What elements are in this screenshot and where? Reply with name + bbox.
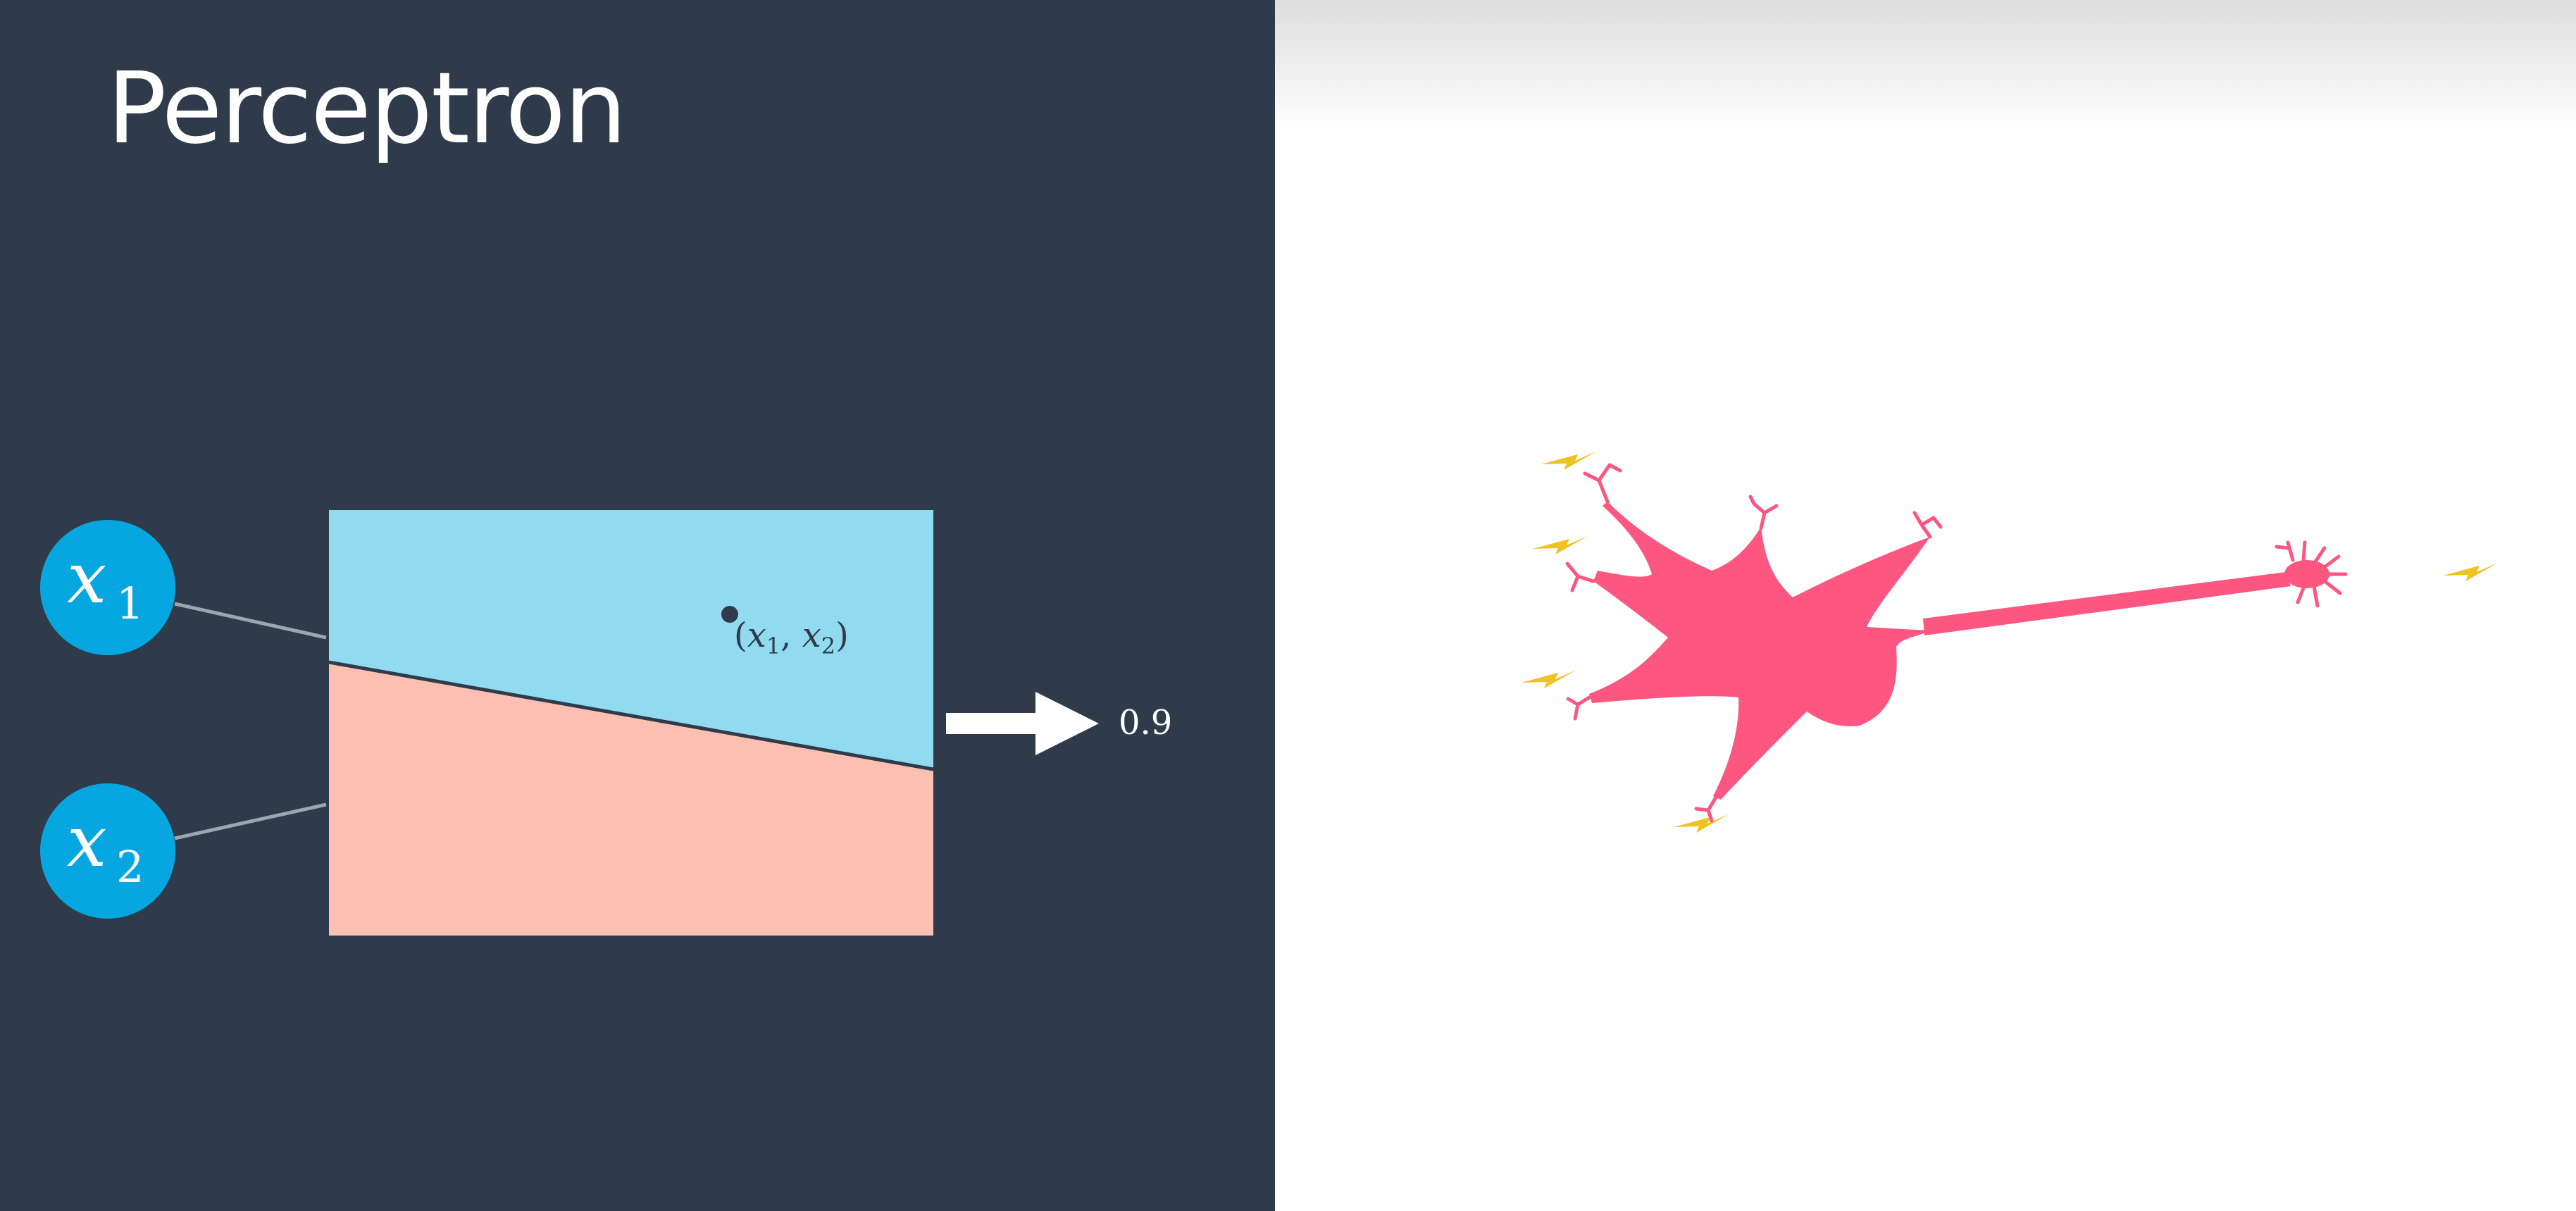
input-node-x2: x 2 [40, 783, 175, 919]
input-node-x1-subscript: 1 [116, 578, 144, 629]
neuron-panel [1275, 0, 2576, 1211]
perceptron-diagram: x 1 x 2 (x1, x2) 0.9 [40, 510, 1172, 936]
neuron-illustration [1522, 452, 2498, 833]
perceptron-panel: Perceptron x 1 x 2 (x1, x2) [0, 0, 1275, 1211]
slide-title: Perceptron [107, 51, 627, 166]
neuron-icon [1565, 463, 2348, 823]
input-node-x2-subscript: 2 [116, 841, 144, 893]
input-node-x1-label: x [67, 537, 106, 619]
data-point-label: (x1, x2) [734, 616, 849, 659]
lightning-bolt-icon [1533, 536, 1588, 554]
data-point [721, 606, 738, 623]
decision-boundary-box: (x1, x2) [328, 510, 934, 936]
lightning-bolt-icon [2443, 563, 2498, 581]
negative-region [329, 662, 933, 936]
input-2-connection [174, 802, 327, 840]
arrow-right-icon [946, 692, 1099, 755]
input-node-x2-label: x [67, 800, 106, 883]
lightning-bolt-icon [1522, 670, 1576, 688]
input-1-connection [174, 602, 327, 640]
lightning-bolt-icon [1541, 452, 1596, 470]
positive-region [329, 510, 933, 769]
input-node-x1: x 1 [40, 520, 175, 655]
decision-boundary-line [328, 660, 934, 771]
lightning-bolt-icon [1674, 814, 1729, 833]
output-value: 0.9 [1119, 703, 1172, 743]
